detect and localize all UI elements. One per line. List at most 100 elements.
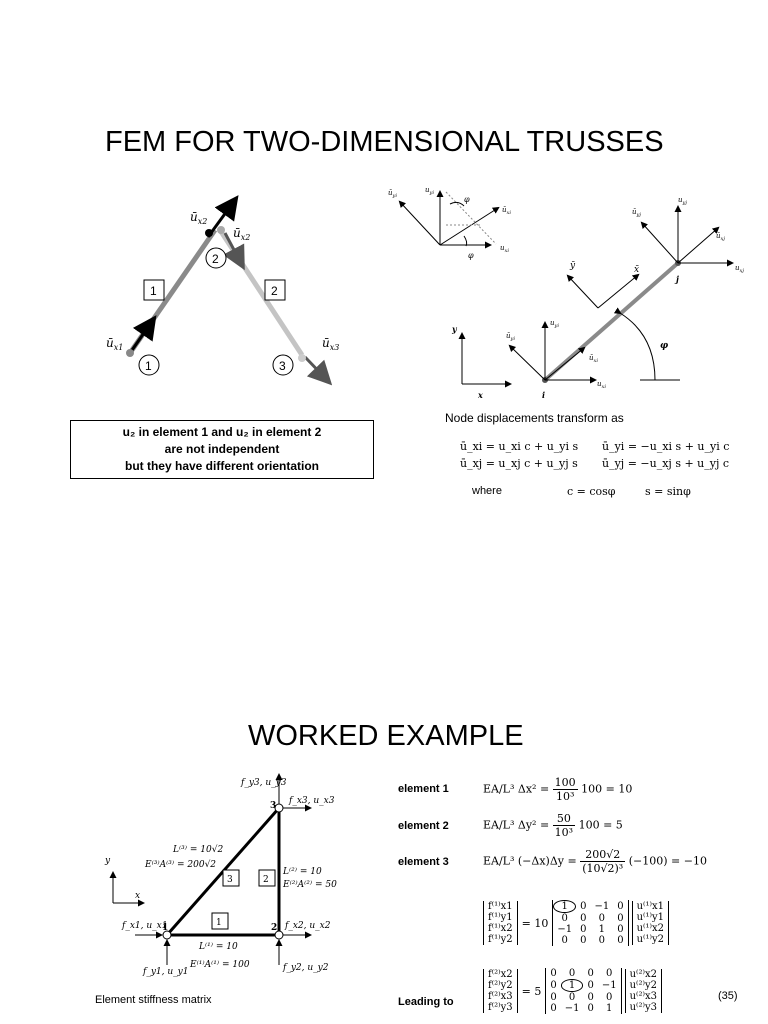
ux2-label: ū [190, 210, 198, 224]
ux2b-label: ū [233, 226, 241, 240]
ubar-xj-sub: xj [721, 236, 726, 242]
ux3-sub: x3 [330, 343, 340, 352]
element-3-label: element 3 [398, 856, 449, 868]
element-1-label: 1 [150, 284, 157, 298]
f1y-label: f_y1, u_y1 [142, 967, 188, 977]
element-1-box [143, 279, 165, 301]
global-y-label: y [451, 324, 458, 334]
x-axis-label: x [135, 891, 140, 901]
uxj-sub: xj [740, 268, 745, 274]
node-2-marker [205, 247, 227, 269]
uyi-label: u [550, 319, 555, 327]
element-2-box [264, 279, 286, 301]
xbar-label: x̄ [634, 265, 639, 275]
L2-label: L⁽²⁾ = 10 [282, 866, 322, 877]
transform-eq-4: ū_yj = −u_xj s + u_yj c [602, 457, 730, 470]
EA3-label: E⁽³⁾A⁽³⁾ = 200√2 [144, 859, 216, 870]
ux1-label: ū [106, 336, 114, 350]
svg-text:ūxi: ūxi [589, 354, 598, 364]
L1-label: L⁽¹⁾ = 10 [198, 941, 238, 952]
f1x-label: f_x1, u_x1 [121, 921, 167, 931]
node-j-label: j [674, 274, 679, 284]
L3-label: L⁽³⁾ = 10√2 [172, 844, 223, 855]
svg-text:uxi: uxi [500, 244, 509, 254]
ubar-xi-sub: xi [594, 358, 599, 364]
box-1 [211, 912, 229, 930]
ux2b-sub: x2 [241, 233, 251, 242]
slide1-title: FEM FOR TWO-DIMENSIONAL TRUSSES [105, 126, 664, 158]
f2y-label: f_y2, u_y2 [282, 963, 329, 973]
uxj-label: u [735, 264, 740, 272]
svg-text:φ: φ [464, 195, 470, 204]
transform-heading: Node displacements transform as [445, 411, 624, 425]
s-definition: s = sinφ [645, 485, 691, 498]
uyj-sub: yj [682, 200, 688, 206]
element-3-equation: EA/L³ (−Δx)Δy = 200√2(10√2)³ (−100) = −1… [483, 848, 707, 875]
ubar-yi-sub: yi [510, 336, 516, 342]
equation-number: (35) [718, 990, 738, 1002]
displacement-vector-2: u⁽²⁾x2 u⁽²⁾y2 u⁽²⁾x3 u⁽²⁾y3 [624, 969, 662, 1013]
node-3-ex-label: 3 [270, 801, 276, 811]
uxi-sub: xi [602, 384, 607, 390]
three-bar-truss-figure: 3 2 1 f_y3, u_y3 f_x3, u_x3 3 L⁽³⁾ = 10√… [104, 773, 337, 977]
f3x-label: f_x3, u_x3 [288, 796, 335, 806]
independence-note: u₂ in element 1 and u₂ in element 2 are … [70, 420, 374, 479]
figure-caption: Element stiffness matrix [95, 994, 212, 1006]
element-1-label: element 1 [398, 783, 449, 795]
transform-eq-1: ū_xi = u_xi c + u_yi s [460, 440, 579, 453]
ubar-yi-label: ū [506, 332, 511, 340]
force-vector-2: f⁽²⁾x2 f⁽²⁾y2 f⁽²⁾x3 f⁽²⁾y3 [483, 969, 518, 1013]
EA1-label: E⁽¹⁾A⁽¹⁾ = 100 [189, 959, 250, 970]
node-1-ex-label: 1 [162, 923, 168, 933]
matrix2-coef: = 5 [521, 984, 542, 998]
ux2-sub: x2 [198, 217, 208, 226]
matrix1-coef: = 10 [521, 916, 549, 930]
leading-to-label: Leading to [398, 996, 454, 1008]
box-1-label: 1 [216, 918, 222, 928]
uyi-sub: yi [554, 323, 560, 329]
EA2-label: E⁽²⁾A⁽²⁾ = 50 [282, 879, 337, 890]
ubar-yj-sub: yj [636, 212, 642, 218]
coordinate-transform-figure: ūyi uyi φ ūxi uxi φ uyj uxj ūyj ūxj ȳ x̄… [388, 186, 744, 400]
node-1-marker [138, 354, 160, 376]
node-1-label: 1 [145, 359, 152, 373]
note-line-1: u₂ in element 1 and u₂ in element 2 [122, 425, 322, 439]
global-x-label: x [477, 390, 483, 400]
svg-text:uyi: uyi [425, 186, 434, 196]
svg-text:uyj: uyj [678, 196, 687, 206]
ubar-xj-label: ū [716, 232, 721, 240]
f2x-label: f_x2, u_x2 [284, 921, 331, 931]
bar-element [543, 261, 680, 382]
svg-text:ūx1: ūx1 [106, 336, 123, 352]
node-2-ex-label: 2 [271, 923, 277, 933]
uxi-label: u [597, 380, 602, 388]
svg-text:ūyi: ūyi [388, 189, 397, 199]
displacement-vector-1: u⁽¹⁾x1 u⁽¹⁾y1 u⁽¹⁾x2 u⁽¹⁾y2 [631, 901, 669, 945]
svg-text:ūyi: ūyi [506, 332, 515, 342]
box-2-label: 2 [263, 875, 269, 885]
svg-text:uxi: uxi [597, 380, 606, 390]
box-3-label: 3 [227, 875, 233, 885]
svg-text:ūxj: ūxj [716, 232, 725, 242]
transform-eq-2: ū_yi = −u_xi s + u_yi c [602, 440, 730, 453]
ybar-label: ȳ [569, 261, 576, 271]
svg-text:ūx2: ūx2 [190, 210, 207, 226]
svg-text:uxj: uxj [735, 264, 744, 274]
ubar-yj-label: ū [632, 208, 637, 216]
svg-text:ūyj: ūyj [632, 208, 641, 218]
svg-text:φ: φ [468, 251, 474, 260]
node-2-label: 2 [212, 252, 219, 266]
c-definition: c = cosφ [567, 485, 616, 498]
node-3-label: 3 [279, 359, 286, 373]
note-line-3: but they have different orientation [124, 459, 319, 473]
ux3-label: ū [322, 336, 330, 350]
force-vector-1: f⁽¹⁾x1 f⁽¹⁾y1 f⁽¹⁾x2 f⁽¹⁾y2 [483, 901, 518, 945]
box-3 [222, 869, 240, 887]
element-2-label: 2 [271, 284, 278, 298]
node-3-marker [272, 354, 294, 376]
two-element-truss-figure: 1 2 3 1 2 ūx2 ūx2 ūx1 ūx3 [106, 195, 340, 386]
